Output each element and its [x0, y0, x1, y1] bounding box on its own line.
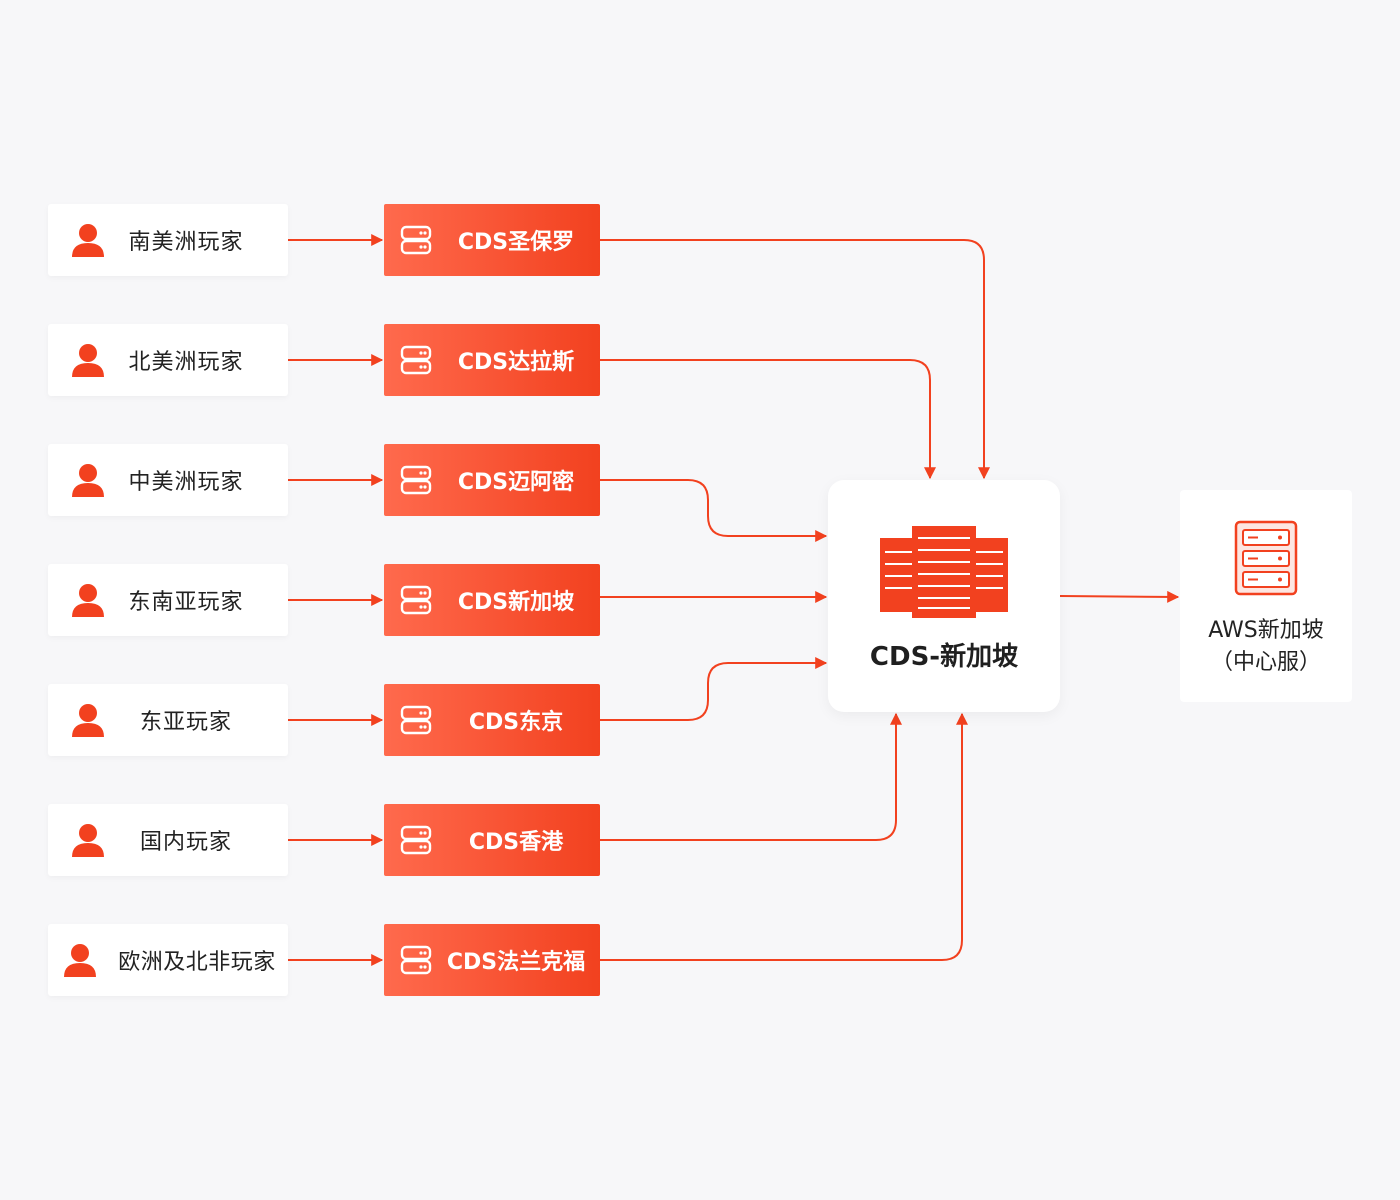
- server-icon: [400, 585, 432, 615]
- cds-node-tokyo: CDS东京: [384, 684, 600, 756]
- player-box-domestic: 国内玩家: [48, 804, 288, 876]
- player-box-central-america: 中美洲玩家: [48, 444, 288, 516]
- cds-to-hub-line: [600, 712, 968, 961]
- cds-node-hong-kong: CDS香港: [384, 804, 600, 876]
- aws-label: AWS新加坡: [1208, 618, 1324, 643]
- cds-label: CDS新加坡: [457, 590, 575, 615]
- server-icon: [400, 345, 432, 375]
- player-box-east-asia: 东亚玩家: [48, 684, 288, 756]
- aws-sublabel: （中心服）: [1210, 650, 1321, 675]
- player-label: 国内玩家: [139, 830, 232, 855]
- cds-label: CDS法兰克福: [446, 950, 586, 975]
- server-icon: [400, 705, 432, 735]
- cds-label: CDS东京: [468, 710, 564, 735]
- player-box-europe-north-africa: 欧洲及北非玩家: [48, 924, 288, 996]
- user-icon: [64, 944, 96, 977]
- server-icon: [400, 945, 432, 975]
- player-label: 南美洲玩家: [128, 230, 244, 255]
- player-label: 东亚玩家: [139, 710, 232, 735]
- cds-to-hub-line: [600, 712, 902, 841]
- user-icon: [72, 584, 104, 617]
- cds-node-sao-paulo: CDS圣保罗: [384, 204, 600, 276]
- cds-to-hub-line: [600, 479, 828, 542]
- player-box-south-america: 南美洲玩家: [48, 204, 288, 276]
- cds-to-hub-line: [600, 657, 828, 721]
- user-icon: [72, 704, 104, 737]
- hub-label: CDS-新加坡: [869, 642, 1019, 672]
- player-box-southeast-asia: 东南亚玩家: [48, 564, 288, 636]
- server-icon: [1234, 520, 1298, 596]
- user-icon: [72, 344, 104, 377]
- cds-label: CDS迈阿密: [457, 470, 575, 495]
- cds-label: CDS圣保罗: [457, 230, 575, 255]
- player-label: 中美洲玩家: [128, 470, 244, 495]
- cds-label: CDS达拉斯: [457, 350, 575, 375]
- cds-node-frankfurt: CDS法兰克福: [384, 924, 600, 996]
- server-icon: [400, 225, 432, 255]
- player-label: 东南亚玩家: [128, 590, 244, 615]
- user-icon: [72, 464, 104, 497]
- server-icon: [400, 465, 432, 495]
- player-label: 欧洲及北非玩家: [118, 950, 276, 975]
- player-label: 北美洲玩家: [128, 350, 244, 375]
- cds-to-hub-line: [600, 239, 990, 480]
- cds-label: CDS香港: [468, 830, 564, 855]
- player-box-north-america: 北美洲玩家: [48, 324, 288, 396]
- user-icon: [72, 224, 104, 257]
- cds-to-hub-line: [600, 359, 936, 480]
- server-icon: [400, 825, 432, 855]
- hub-node-cds-singapore: CDS-新加坡: [828, 480, 1060, 712]
- cds-node-miami: CDS迈阿密: [384, 444, 600, 516]
- hub-to-aws-line: [1059, 590, 1180, 603]
- user-icon: [72, 824, 104, 857]
- cds-node-dallas: CDS达拉斯: [384, 324, 600, 396]
- cds-node-singapore: CDS新加坡: [384, 564, 600, 636]
- server-rack-icon: [880, 526, 1008, 618]
- aws-center-server: AWS新加坡 （中心服）: [1180, 490, 1352, 702]
